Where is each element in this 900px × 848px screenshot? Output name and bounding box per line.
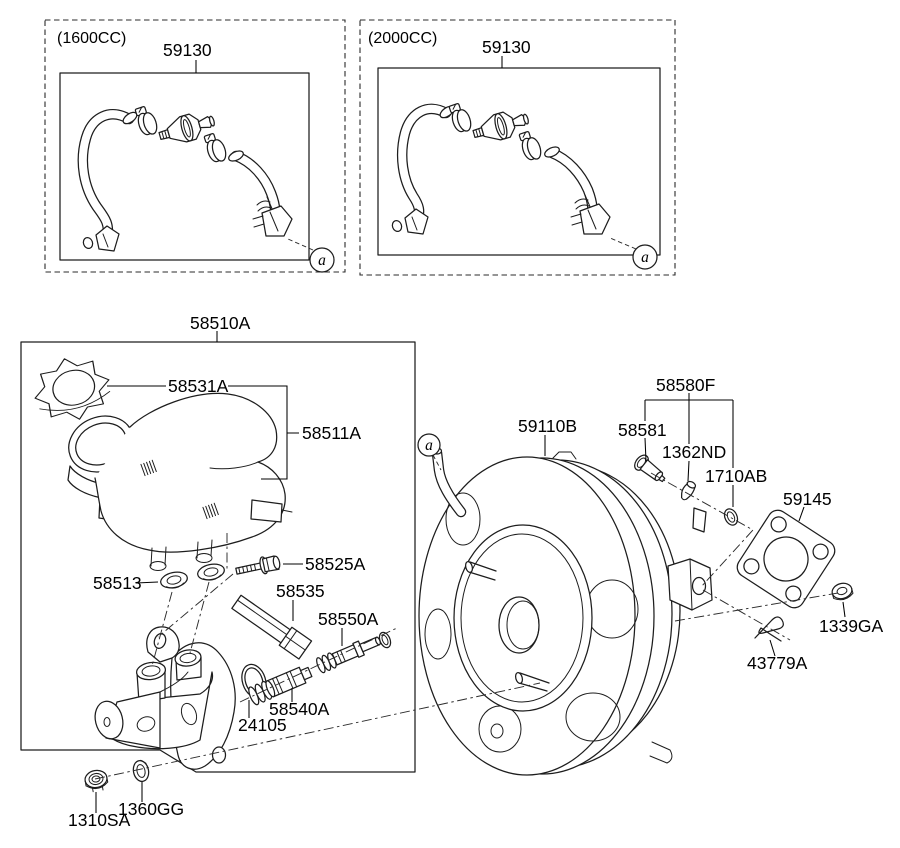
booster-tab (692, 507, 707, 533)
variant-label-2000cc: (2000CC) (368, 30, 437, 47)
callout-leader (609, 237, 637, 250)
retainer-pin (231, 594, 313, 660)
callout-leader (287, 238, 314, 251)
snap-pin (754, 616, 784, 642)
brake-booster (418, 447, 713, 776)
part-label-1710AB: 1710AB (705, 466, 767, 486)
master-cylinder-box (20, 341, 416, 773)
part-label-59130-2: 59130 (482, 37, 531, 57)
inner-frame (377, 67, 661, 256)
assembly-axis-lines (94, 454, 839, 780)
part-label-58535: 58535 (276, 581, 325, 601)
part-label-58580F: 58580F (656, 375, 715, 395)
booster-gasket (736, 509, 836, 609)
hose-open-end (228, 150, 244, 162)
part-label-58513: 58513 (93, 573, 142, 593)
hose-clamp (448, 103, 472, 133)
part-label-58511A: 58511A (302, 423, 361, 443)
part-label-1339GA: 1339GA (819, 616, 884, 636)
booster-stud (514, 671, 550, 692)
callout-circle-a1 (309, 247, 335, 273)
part-label-59145: 59145 (783, 489, 832, 509)
dashed-frame (44, 19, 346, 273)
hose-clamp (518, 131, 542, 161)
part-label-43779A: 43779A (747, 653, 808, 673)
vacuum-connector (252, 196, 293, 237)
primary-piston (248, 666, 313, 706)
mounting-nut (84, 769, 109, 793)
molded-rib-marks (202, 502, 219, 520)
part-label-58531A: 58531A (168, 376, 229, 396)
part-label-58581: 58581 (618, 420, 667, 440)
callout-letter-a3: a (425, 437, 433, 454)
piston-seal-ring (378, 631, 392, 649)
callout-circle-a2 (632, 244, 658, 270)
hose-elbow-fitting (82, 225, 120, 252)
booster-lower-tab (649, 741, 673, 764)
dashed-frame (359, 19, 676, 276)
vacuum-hose-assembly (77, 106, 293, 252)
part-label-1310SA: 1310SA (68, 810, 131, 830)
inner-frame (59, 72, 310, 261)
leader-lines (95, 56, 846, 813)
part-label-1362ND: 1362ND (662, 442, 726, 462)
solid-frame (20, 341, 416, 773)
part-label-58540A: 58540A (269, 699, 330, 719)
callout-letter-a2: a (641, 249, 649, 266)
part-label-59130-1: 59130 (163, 40, 212, 60)
molded-rib-marks (140, 459, 157, 477)
reservoir-screw (235, 555, 281, 575)
level-sensor-connector (250, 499, 283, 523)
variant-box-2000cc (359, 19, 676, 276)
part-label-59110B: 59110B (518, 416, 577, 436)
check-valve (472, 111, 529, 141)
hose-open-end (544, 146, 560, 158)
reservoir-grommet (160, 571, 188, 589)
callouts: a a a (309, 244, 658, 457)
check-valve (158, 113, 215, 143)
mounting-washer (132, 759, 150, 783)
master-cylinder-body (94, 626, 236, 770)
part-label-58525A: 58525A (305, 554, 366, 574)
labels: (1600CC) 59130 (2000CC) 59130 58510A 585… (57, 30, 884, 830)
clevis-fork (667, 558, 713, 611)
mc-bore-face (94, 700, 124, 740)
reservoir-grommet (197, 563, 225, 581)
vacuum-port (445, 492, 481, 546)
hose-clamp (203, 133, 227, 163)
booster-o-ring (723, 508, 739, 526)
part-label-1360GG: 1360GG (118, 799, 184, 819)
clevis-pin (634, 454, 666, 483)
vacuum-connector (570, 194, 611, 235)
booster-stud (464, 560, 497, 581)
callout-letter-a1: a (318, 252, 326, 269)
pin-clip (680, 480, 697, 501)
reservoir-tank (67, 392, 293, 571)
vacuum-hose-assembly (391, 103, 611, 235)
gasket-nut (831, 582, 854, 601)
secondary-piston (316, 636, 381, 674)
variant-box-1600cc (44, 19, 346, 273)
reservoir-cap (34, 358, 111, 420)
hose-elbow-fitting (391, 208, 429, 235)
part-label-24105: 24105 (238, 715, 287, 735)
hose-clamp (134, 106, 158, 136)
part-label-58510A: 58510A (190, 313, 251, 333)
part-label-58550A: 58550A (318, 609, 379, 629)
callout-circle-a3 (417, 433, 441, 457)
variant-label-1600cc: (1600CC) (57, 30, 126, 47)
